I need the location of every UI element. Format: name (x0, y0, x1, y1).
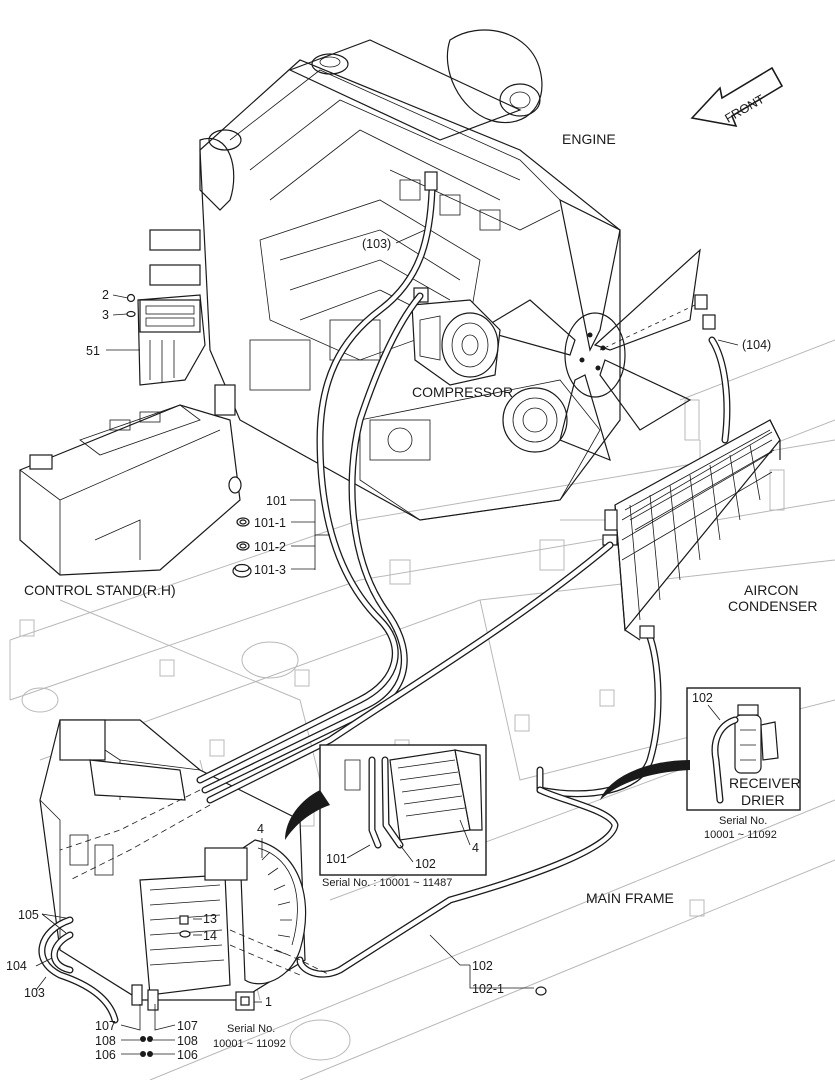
callout-101-3: 101-3 (254, 563, 286, 577)
callout-104: 104 (6, 959, 27, 973)
callout-51: 51 (86, 344, 100, 358)
callout-105: 105 (18, 908, 39, 922)
o-ring-icon (535, 986, 547, 996)
refrigerant-hoses (38, 171, 731, 1024)
callout-14: 14 (203, 929, 217, 943)
aircon-condenser (602, 419, 781, 641)
control-panel-51 (126, 293, 206, 386)
compressor-unit (411, 287, 501, 386)
callout-103: 103 (24, 986, 45, 1000)
drier-serial-title: Serial No. (719, 815, 767, 827)
callout-101-1: 101-1 (254, 516, 286, 530)
front-arrow-icon: FRONT (690, 66, 784, 128)
callout-3: 3 (102, 308, 109, 322)
drier-label: DRIER (741, 792, 785, 808)
callout-108-right: 108 (177, 1034, 198, 1048)
compressor-label: COMPRESSOR (412, 384, 513, 400)
aircon-label: AIRCON (744, 582, 798, 598)
engine-label: ENGINE (562, 131, 616, 147)
condenser-label: CONDENSER (728, 598, 817, 614)
receiver-drier-box (686, 687, 801, 811)
heater-unit (39, 719, 307, 1001)
inset-serial: Serial No. : 10001 ~ 11487 (322, 877, 452, 889)
leader-lines (35, 229, 739, 1055)
callout-107-right: 107 (177, 1019, 198, 1033)
callout-102: 102 (472, 959, 493, 973)
receiver-label: RECEIVER (729, 775, 801, 791)
drier-serial-range: 10001 ~ 11092 (704, 829, 777, 841)
callout-13: 13 (203, 912, 217, 926)
inset-callout-4: 4 (472, 841, 479, 855)
bolt-serial-title: Serial No. (227, 1023, 275, 1035)
callout-102-1: 102-1 (472, 982, 504, 996)
inset-detail-box (319, 744, 487, 876)
callout-104-paren: (104) (742, 338, 771, 352)
pointer-arrows (285, 760, 690, 840)
callout-2: 2 (102, 288, 109, 302)
inset-callout-102: 102 (415, 857, 436, 871)
callout-101: 101 (266, 494, 287, 508)
washer-icon (179, 930, 191, 938)
callout-107-left: 107 (95, 1019, 116, 1033)
drier-callout-102: 102 (692, 691, 713, 705)
inset-callout-101: 101 (326, 852, 347, 866)
engine-fan (478, 198, 701, 462)
callout-106-right: 106 (177, 1048, 198, 1062)
cap-icon (232, 563, 252, 578)
callout-106-left: 106 (95, 1048, 116, 1062)
bolt-icon (179, 915, 189, 925)
hardware-icons (140, 517, 547, 1057)
washer-icon (140, 1036, 153, 1057)
text-labels: ENGINE COMPRESSOR CONTROL STAND(R.H) AIR… (6, 131, 817, 1062)
control-stand-label: CONTROL STAND(R.H) (24, 582, 176, 598)
bolt-icon (235, 991, 255, 1011)
callout-101-2: 101-2 (254, 540, 286, 554)
callout-108-left: 108 (95, 1034, 116, 1048)
main-frame-label: MAIN FRAME (586, 890, 674, 906)
callout-1: 1 (265, 995, 272, 1009)
callout-103-paren: (103) (362, 237, 391, 251)
callout-4: 4 (257, 822, 264, 836)
control-stand (19, 384, 242, 576)
main-frame-outline (9, 339, 835, 1080)
bolt-serial-range: 10001 ~ 11092 (213, 1038, 286, 1050)
